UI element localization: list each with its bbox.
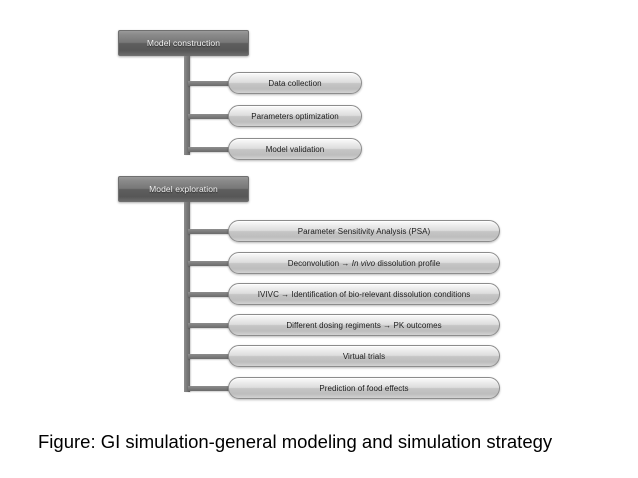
- connector-branch-different-dosing-regiments: [188, 323, 232, 328]
- node-virtual-trials[interactable]: Virtual trials: [228, 345, 500, 367]
- node-parameter-sensitivity-analysis-label: Parameter Sensitivity Analysis (PSA): [297, 226, 431, 236]
- node-deconvolution[interactable]: Deconvolution → In vivo dissolution prof…: [228, 252, 500, 274]
- connector-branch-parameter-sensitivity-analysis: [188, 229, 232, 234]
- node-virtual-trials-label: Virtual trials: [342, 351, 386, 361]
- figure-caption: Figure: GI simulation-general modeling a…: [38, 431, 553, 452]
- connector-branch-virtual-trials: [188, 354, 232, 359]
- node-model-construction[interactable]: Model construction: [118, 30, 249, 56]
- connector-branch-deconvolution: [188, 261, 232, 266]
- node-parameters-optimization[interactable]: Parameters optimization: [228, 105, 362, 127]
- node-model-exploration[interactable]: Model exploration: [118, 176, 249, 202]
- node-ivivc[interactable]: IVIVC → Identification of bio-relevant d…: [228, 283, 500, 305]
- node-data-collection-label: Data collection: [268, 78, 322, 88]
- node-ivivc-label: IVIVC → Identification of bio-relevant d…: [257, 289, 471, 299]
- connector-branch-prediction-of-food-effects: [188, 386, 232, 391]
- node-different-dosing-regiments[interactable]: Different dosing regiments → PK outcomes: [228, 314, 500, 336]
- node-parameters-optimization-label: Parameters optimization: [251, 111, 339, 121]
- connector-trunk-model-exploration: [184, 202, 190, 392]
- node-deconvolution-label: Deconvolution → In vivo dissolution prof…: [287, 258, 441, 268]
- node-different-dosing-regiments-label: Different dosing regiments → PK outcomes: [286, 320, 442, 330]
- connector-branch-data-collection: [188, 81, 232, 86]
- node-prediction-of-food-effects-label: Prediction of food effects: [319, 383, 409, 393]
- node-model-construction-label: Model construction: [146, 38, 221, 48]
- connector-branch-ivivc: [188, 292, 232, 297]
- node-parameter-sensitivity-analysis[interactable]: Parameter Sensitivity Analysis (PSA): [228, 220, 500, 242]
- connector-branch-model-validation: [188, 147, 232, 152]
- flowchart-diagram: Model construction Data collection Param…: [118, 30, 500, 399]
- node-data-collection[interactable]: Data collection: [228, 72, 362, 94]
- node-prediction-of-food-effects[interactable]: Prediction of food effects: [228, 377, 500, 399]
- node-model-validation[interactable]: Model validation: [228, 138, 362, 160]
- connector-trunk-model-construction: [184, 56, 190, 155]
- node-model-exploration-label: Model exploration: [149, 184, 218, 194]
- node-model-validation-label: Model validation: [265, 144, 325, 154]
- connector-branch-parameters-optimization: [188, 114, 232, 119]
